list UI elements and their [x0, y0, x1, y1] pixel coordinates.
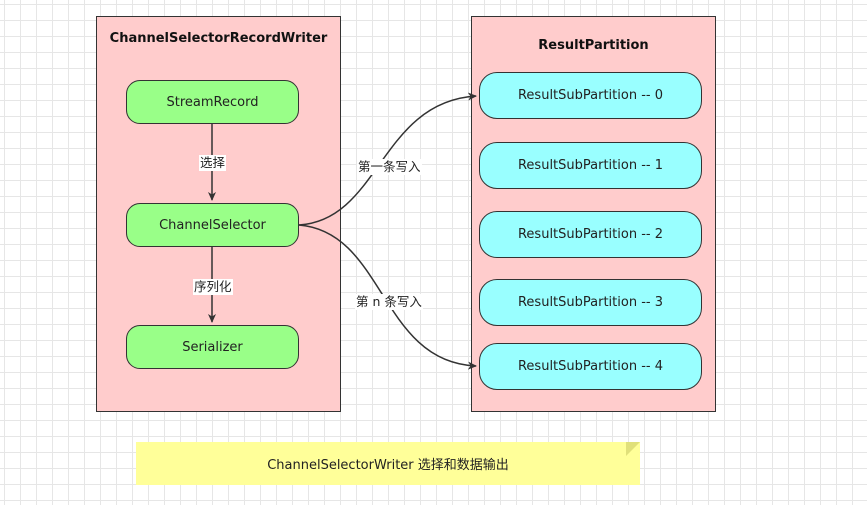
result-subpartition-2: ResultSubPartition -- 2	[479, 211, 702, 258]
stream-record-node: StreamRecord	[126, 80, 299, 124]
result-subpartition-0: ResultSubPartition -- 0	[479, 72, 702, 119]
caption-note: ChannelSelectorWriter 选择和数据输出	[136, 442, 640, 485]
result-subpartition-3: ResultSubPartition -- 3	[479, 279, 702, 326]
serializer-label: Serializer	[182, 339, 243, 355]
channel-selector-label: ChannelSelector	[159, 217, 266, 233]
result-subpartition-4: ResultSubPartition -- 4	[479, 343, 702, 390]
edge-nth-write-label: 第 n 条写入	[355, 294, 423, 310]
serializer-node: Serializer	[126, 325, 299, 369]
edge-select-label: 选择	[199, 155, 227, 171]
writer-container-title: ChannelSelectorRecordWriter	[109, 31, 328, 46]
result-subpartition-1: ResultSubPartition -- 1	[479, 142, 702, 189]
channel-selector-node: ChannelSelector	[126, 203, 299, 247]
note-fold-corner	[626, 442, 640, 456]
subpartition-label: ResultSubPartition -- 0	[517, 88, 663, 103]
partition-container-title: ResultPartition	[538, 38, 649, 53]
edge-first-write-label: 第一条写入	[357, 159, 422, 175]
subpartition-label: ResultSubPartition -- 3	[517, 295, 663, 310]
edge-serialize-label: 序列化	[193, 279, 233, 295]
subpartition-label: ResultSubPartition -- 4	[517, 359, 663, 374]
stream-record-label: StreamRecord	[166, 94, 259, 110]
caption-note-text: ChannelSelectorWriter 选择和数据输出	[267, 458, 509, 473]
subpartition-label: ResultSubPartition -- 2	[517, 227, 663, 242]
subpartition-label: ResultSubPartition -- 1	[517, 158, 663, 173]
